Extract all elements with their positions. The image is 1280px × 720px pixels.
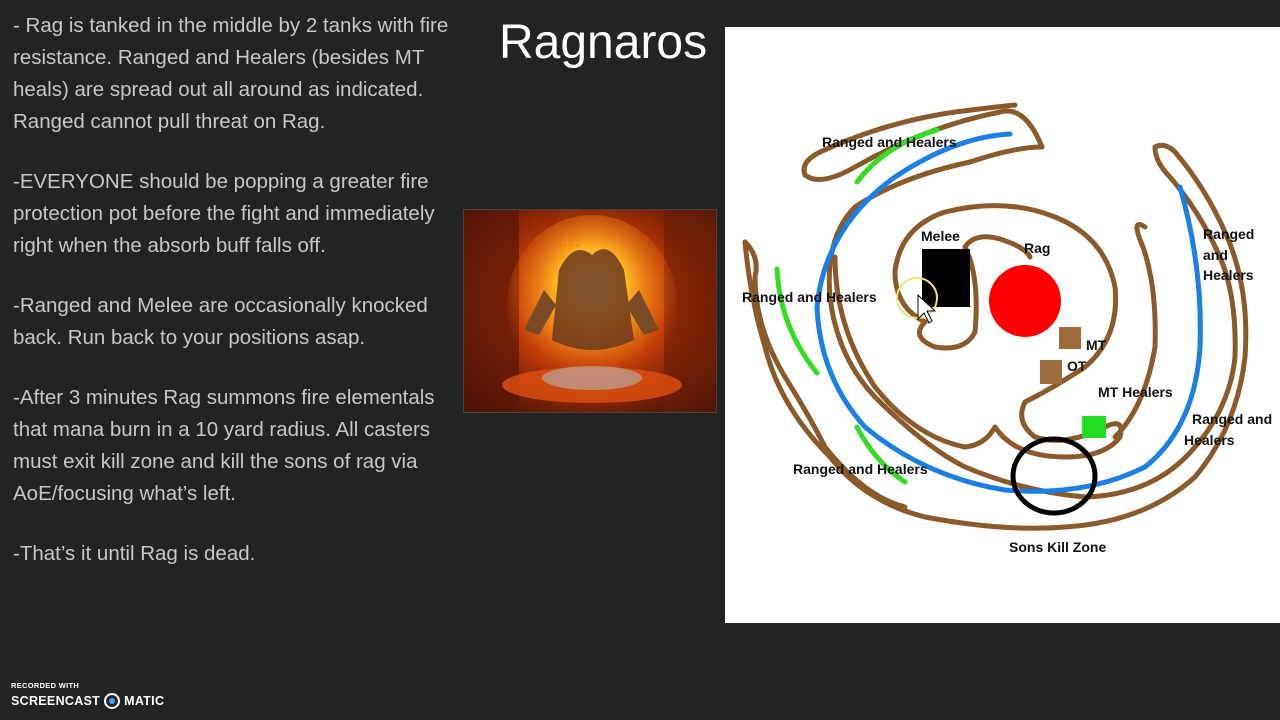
ot-marker bbox=[1040, 360, 1062, 384]
watermark-brand: SCREENCAST MATIC bbox=[11, 693, 164, 709]
watermark-recorded-with: RECORDED WITH bbox=[11, 681, 80, 690]
note-paragraph-4: -After 3 minutes Rag summons fire elemen… bbox=[13, 386, 435, 505]
label-ranged-right-3: Healers bbox=[1203, 267, 1254, 283]
label-mt-healers: MT Healers bbox=[1098, 384, 1173, 400]
label-ranged-right-1: Ranged bbox=[1203, 226, 1254, 242]
inner-wall-path bbox=[892, 203, 1124, 460]
mt-healers-marker bbox=[1082, 416, 1106, 438]
label-ot: OT bbox=[1067, 358, 1087, 374]
note-paragraph-1: - Rag is tanked in the middle by 2 tanks… bbox=[13, 14, 449, 133]
label-melee: Melee bbox=[921, 228, 960, 244]
slide-title: Ragnaros bbox=[499, 16, 708, 69]
mt-marker bbox=[1059, 327, 1081, 349]
note-paragraph-2: -EVERYONE should be popping a greater fi… bbox=[13, 170, 435, 257]
ragnaros-image: · · · bbox=[463, 209, 717, 413]
outer-wall-path bbox=[742, 108, 1249, 531]
watermark-screencast: SCREENCAST bbox=[11, 694, 101, 708]
left-wall-path bbox=[742, 239, 908, 510]
ragnaros-marker bbox=[989, 265, 1061, 337]
outer-wall-top-path bbox=[801, 102, 1018, 178]
label-ranged-lower-right-1: Ranged and bbox=[1192, 411, 1272, 427]
ranged-marker-left bbox=[774, 266, 820, 376]
watermark-matic: MATIC bbox=[124, 694, 165, 708]
ranged-marker-top bbox=[854, 127, 940, 185]
raid-positioning-diagram: Ranged and Healers Ranged and Healers Me… bbox=[725, 27, 1280, 623]
svg-text:· · ·: · · · bbox=[564, 240, 580, 251]
note-paragraph-5: -That’s it until Rag is dead. bbox=[13, 542, 256, 565]
melee-marker bbox=[922, 249, 970, 307]
notes-text: - Rag is tanked in the middle by 2 tanks… bbox=[13, 10, 473, 598]
movement-path bbox=[814, 131, 1203, 494]
label-ranged-lower-right-2: Healers bbox=[1184, 432, 1235, 448]
label-ranged-left: Ranged and Healers bbox=[742, 289, 877, 305]
label-rag: Rag bbox=[1024, 240, 1050, 256]
screencast-logo-icon bbox=[104, 693, 121, 709]
screencast-watermark: RECORDED WITH SCREENCAST MATIC bbox=[11, 681, 164, 709]
label-mt: MT bbox=[1086, 337, 1107, 353]
cursor-highlight bbox=[896, 277, 938, 319]
note-paragraph-3: -Ranged and Melee are occasionally knock… bbox=[13, 294, 428, 349]
label-ranged-top: Ranged and Healers bbox=[822, 134, 957, 150]
label-ranged-right-2: and bbox=[1203, 247, 1228, 263]
cursor-arrow-icon bbox=[917, 293, 937, 324]
inner-loop-path bbox=[916, 234, 1033, 351]
inner-ring-path bbox=[832, 254, 998, 450]
right-inner-wall-path bbox=[1112, 222, 1158, 440]
ranged-marker-bottom bbox=[854, 424, 908, 485]
kill-zone-circle bbox=[1010, 436, 1098, 516]
label-kill-zone: Sons Kill Zone bbox=[1009, 539, 1106, 555]
label-ranged-bottom: Ranged and Healers bbox=[793, 461, 928, 477]
